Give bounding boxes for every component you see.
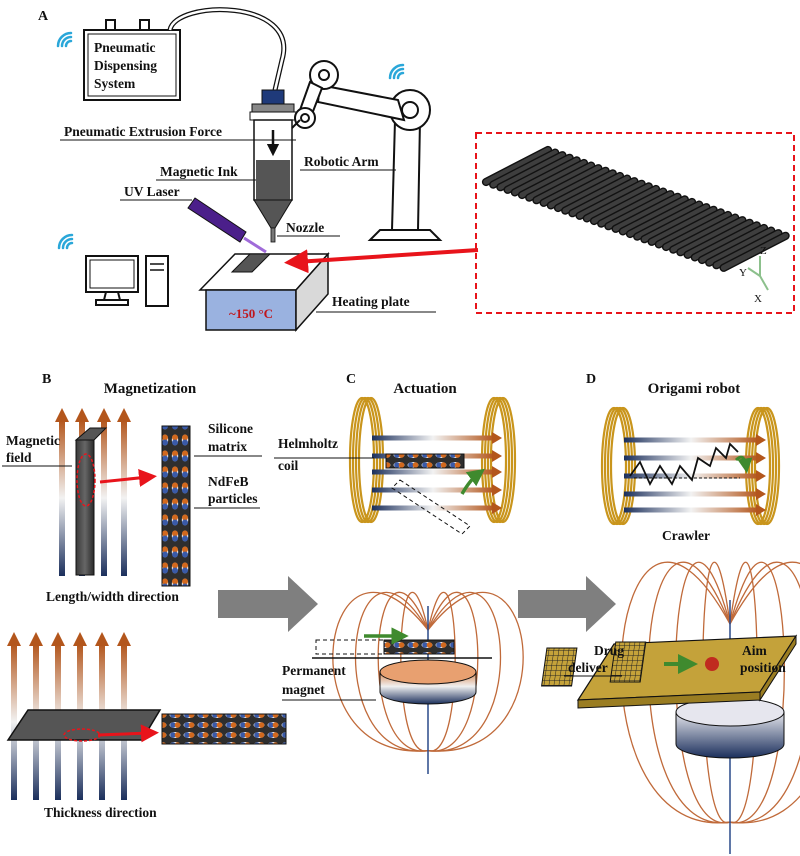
coil-loop [354,396,382,524]
temperature-label: ~150 °C [229,306,273,321]
crawler-robot [629,442,739,486]
ndfeb-particles-label-2: particles [208,491,258,506]
panel-letter-c: C [346,372,356,387]
magnetic-field-label-1: Magnetic [6,433,60,448]
field-arrow [101,420,107,576]
panel-b: B Magnetization Magnetic field Silicone … [2,372,287,820]
coil-loop [357,396,385,524]
coil-loop [351,396,379,524]
computer-icon [85,255,169,307]
panel-a: A Pneumatic Dispensing System [38,7,795,332]
drug-deliver-label-2: deliver [568,660,608,675]
crawler-label: Crawler [662,528,710,543]
panel-d: D Origami robot Crawler Drug deliver Aim… [541,372,800,854]
pneumatic-label-line-3: System [94,76,136,91]
field-arrow [372,505,494,511]
magnetic-ink-label: Magnetic Ink [160,164,238,179]
pneumatic-label-line-2: Dispensing [94,58,157,73]
aim-position-label-1: Aim [742,643,768,658]
axis-triad: Z Y X [739,245,769,305]
thickness-label: Thickness direction [44,805,157,820]
coil-loop [480,396,508,524]
sample-sheet [6,709,162,741]
coil-loop [486,396,514,524]
field-arrow [59,420,65,576]
extrusion-force-label: Pneumatic Extrusion Force [64,124,222,139]
wifi-icon [57,233,74,250]
dipole-strip-horizontal [161,713,287,745]
panel-letter-b: B [42,372,51,387]
length-width-label: Length/width direction [46,589,179,604]
coil-loop [348,396,376,524]
field-arrow [121,420,127,576]
helmholtz-coil-pair-d [600,406,781,526]
permanent-magnet-label-1: Permanent [282,663,346,678]
heating-plate: ~150 °C [198,252,330,332]
uniform-field-arrows-d [624,434,766,516]
magnetic-field-label-2: field [6,450,32,465]
field-arrow [624,507,758,513]
aim-position-label-2: position [740,660,786,675]
aim-target-marker [705,657,719,671]
permanent-magnet-label-2: magnet [282,682,325,697]
red-arrow [284,248,479,274]
pneumatic-dispensing-system: Pneumatic Dispensing System [83,19,181,101]
coil-loop [489,396,517,524]
field-arrow [624,491,758,497]
permanent-magnet-d [675,697,785,759]
field-arrow [372,487,494,493]
field-arrow [624,455,758,461]
coil-loop [483,396,511,524]
origami-robot-title: Origami robot [648,381,741,397]
coil-loop [603,406,631,526]
coil-loop [753,406,781,526]
wifi-icon [56,31,73,48]
axis-z-label: Z [760,245,767,257]
ndfeb-particles-label-1: NdFeB [208,474,249,489]
silicone-matrix-label-2: matrix [208,439,247,454]
printed-structure-inset: Z Y X [475,132,795,314]
silicone-matrix-label-1: Silicone [208,421,253,436]
field-arrow [372,435,494,441]
coil-loop [609,406,637,526]
uv-laser [187,197,267,254]
axis-x-label: X [754,293,762,305]
panel-letter-a: A [38,9,49,24]
process-arrow [218,576,318,632]
helmholtz-coil-label-1: Helmholtz [278,436,338,451]
panel-c: C Actuation Helmholtz coil Permanent mag… [274,372,524,774]
nozzle-label: Nozzle [286,220,324,235]
field-arrow [624,473,758,479]
dipole-strip-vertical [161,425,191,587]
coil-loop [606,406,634,526]
actuation-title: Actuation [393,381,457,397]
robotic-arm [291,60,443,241]
field-arrow [624,437,758,443]
sample-bar [75,439,95,576]
wifi-icon [388,63,405,80]
magnetization-title: Magnetization [104,381,197,397]
helmholtz-coil-label-2: coil [278,458,298,473]
field-arrow [372,469,494,475]
uv-laser-label: UV Laser [124,184,180,199]
pneumatic-label-line-1: Pneumatic [94,40,156,55]
coil-loop [600,406,628,526]
panel-letter-d: D [586,372,596,387]
syringe [249,89,297,243]
actuated-strip [385,453,465,469]
heating-plate-label: Heating plate [332,294,410,309]
permanent-magnet [379,659,477,705]
process-arrow [518,576,616,632]
helmholtz-coil-pair [348,396,517,524]
drug-carrier-target [609,641,647,683]
robotic-arm-label: Robotic Arm [304,154,379,169]
field-arrow [11,644,17,800]
drug-deliver-label-1: Drug [594,643,624,658]
axis-y-label: Y [739,267,747,279]
